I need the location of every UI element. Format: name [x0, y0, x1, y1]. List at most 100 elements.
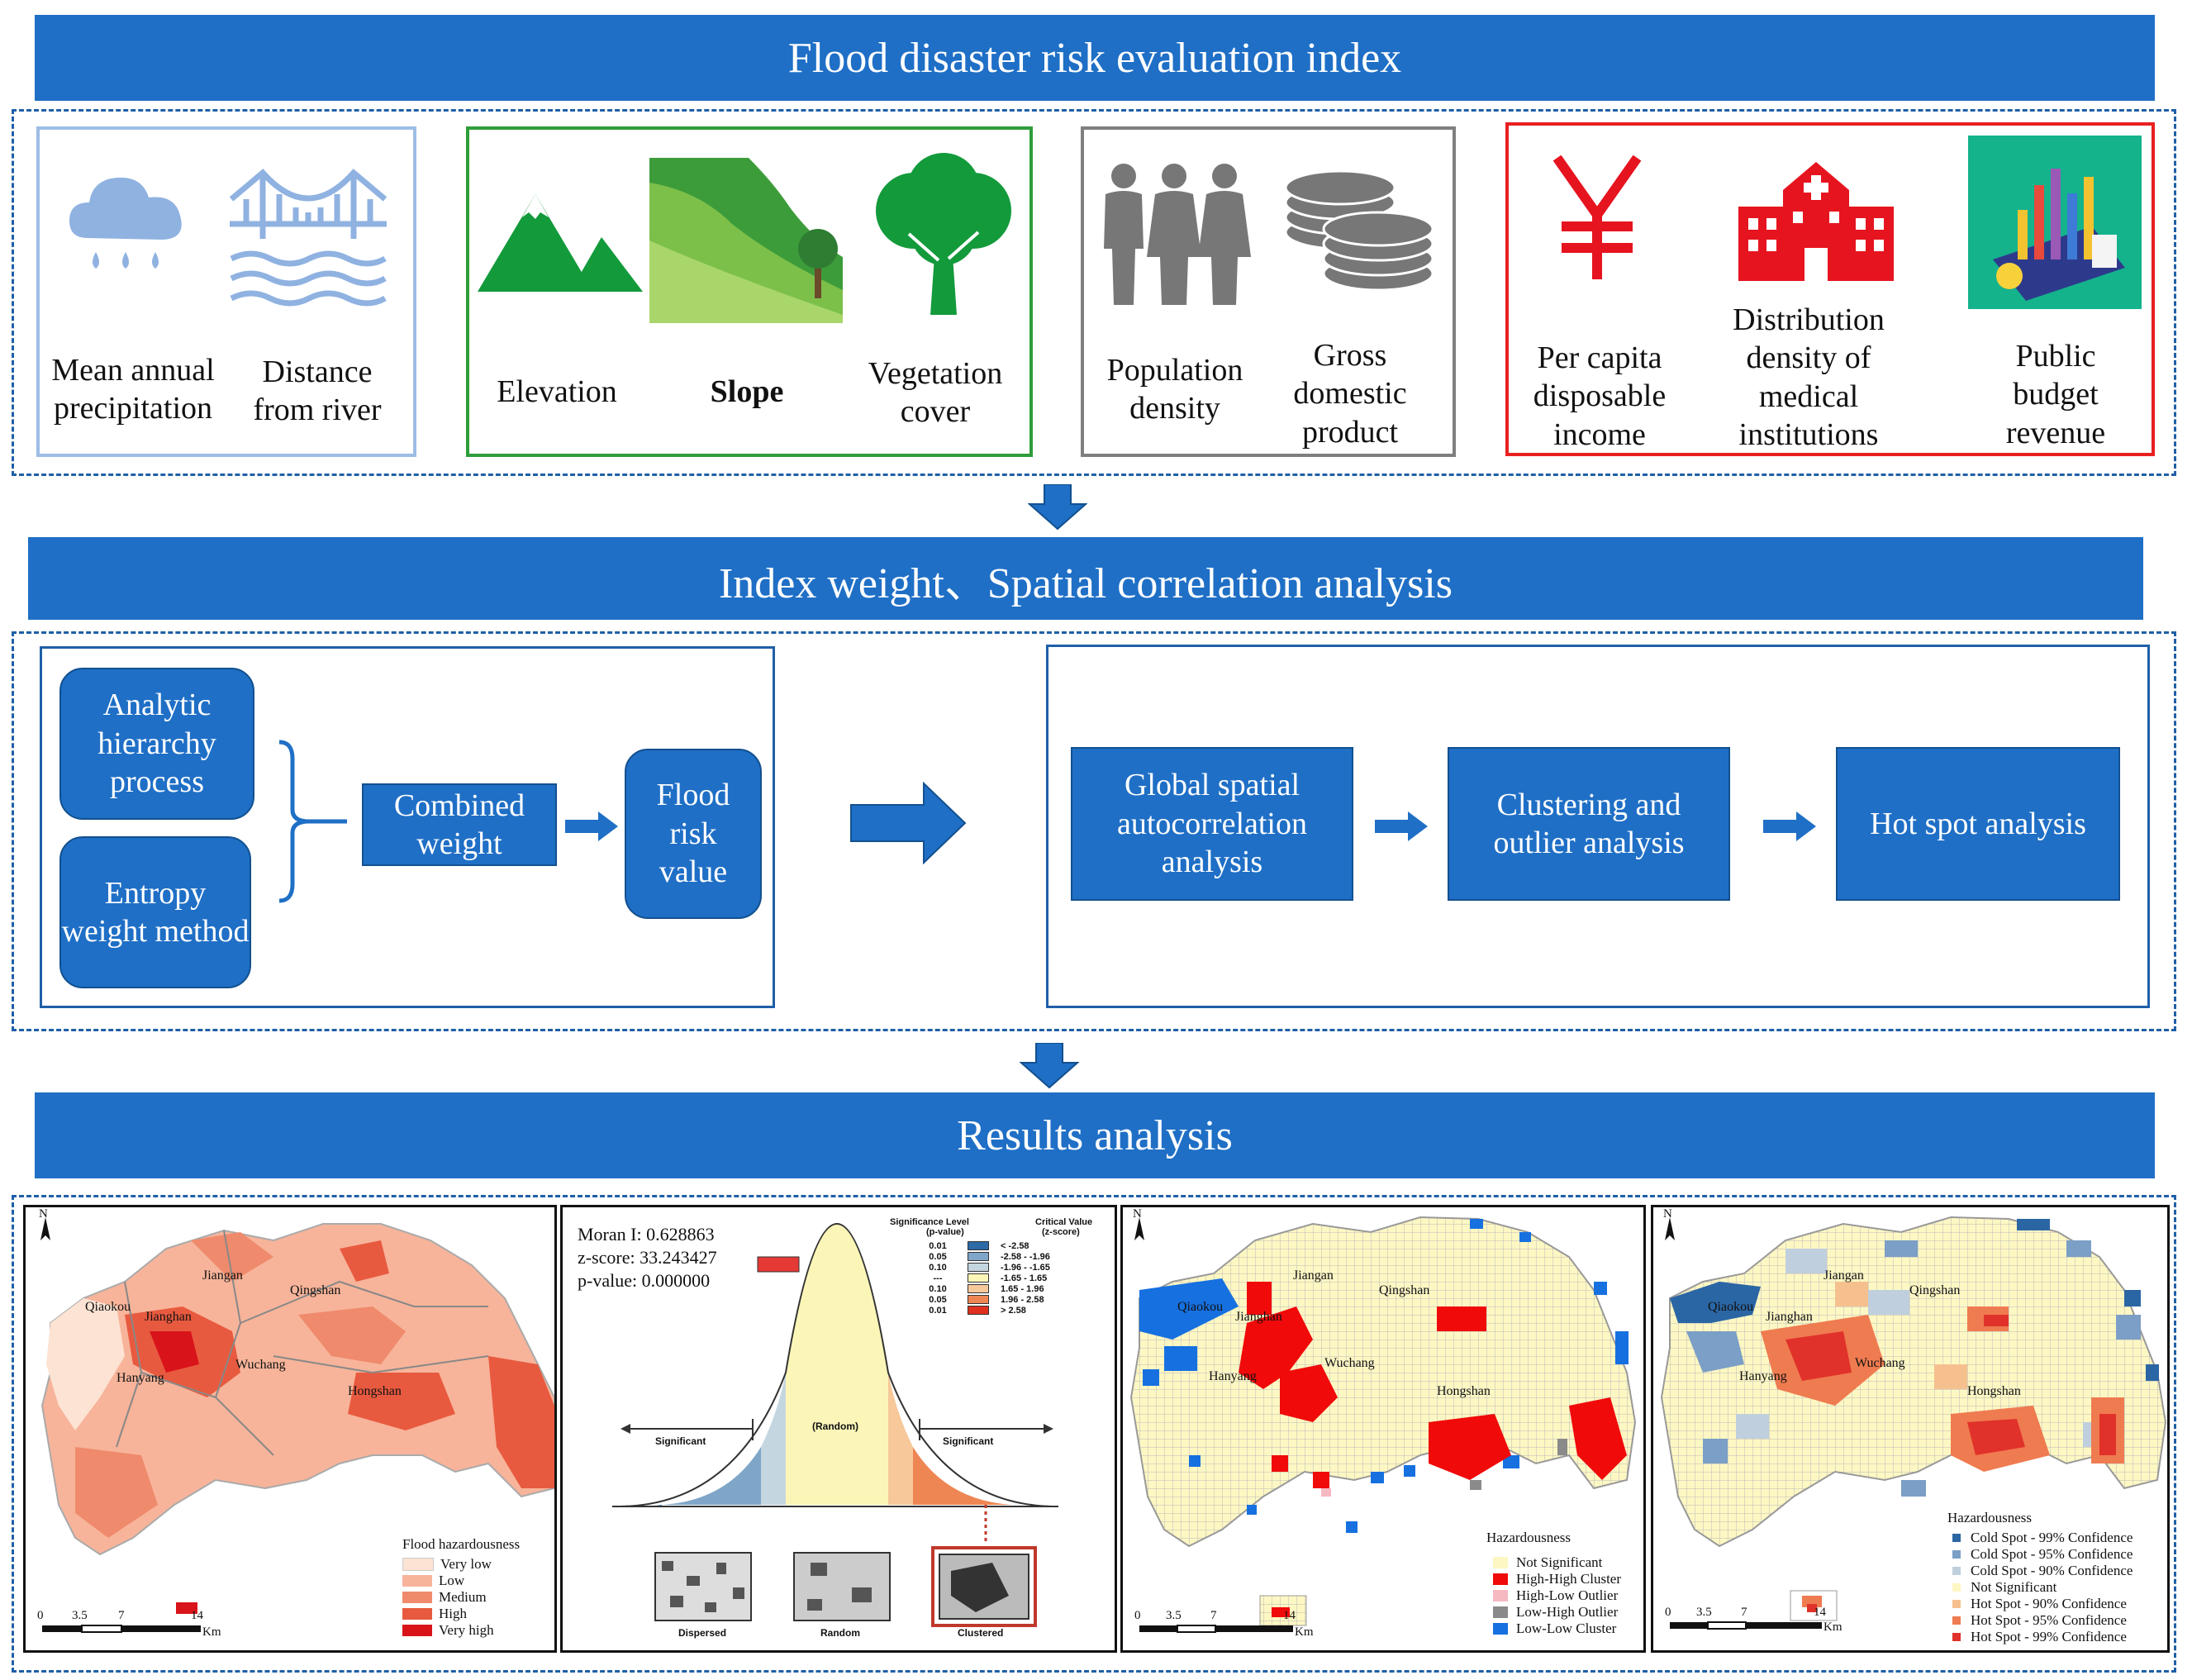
- resilience-indicator-box: Per capita disposable income Distributio…: [1505, 122, 2155, 456]
- sig-row: 0.01< -2.58: [920, 1240, 1050, 1251]
- scale-tick-0: 0: [1134, 1609, 1141, 1622]
- pattern-dispersed: Dispersed: [678, 1627, 727, 1639]
- scale-tick-2: 7: [1210, 1609, 1217, 1622]
- scale-tick-1: 3.5: [1166, 1609, 1182, 1622]
- scale-unit: Km: [202, 1625, 221, 1639]
- scale-tick-2: 7: [118, 1609, 125, 1622]
- hotspot-map: [1660, 1216, 2167, 1630]
- analysis-banner: Index weight、Spatial correlation analysi…: [28, 537, 2143, 620]
- legend-swatch: [1952, 1534, 1961, 1542]
- hotspot-box: Hot spot analysis: [1836, 747, 2120, 901]
- scale-tick-3: 14: [1814, 1606, 1826, 1619]
- scale-tick-2: 7: [1741, 1606, 1747, 1619]
- sig-p: 0.01: [929, 1305, 947, 1316]
- right-arrow-icon: [565, 811, 618, 841]
- district-jiangan: Jiangan: [1823, 1268, 1864, 1283]
- hazard-indicator-box: Mean annual precipitation Distance from …: [36, 126, 416, 457]
- legend-swatch: [1952, 1550, 1961, 1559]
- district-qiaokou: Qiaokou: [85, 1300, 131, 1314]
- rain-cloud-icon: [69, 177, 182, 269]
- legend-swatch: [402, 1575, 432, 1587]
- indicator-section: [12, 109, 2176, 476]
- north-label: N: [39, 1207, 48, 1221]
- cluster-map: [1129, 1216, 1637, 1633]
- legend-swatch: [1952, 1583, 1961, 1592]
- flood-risk-box: Flood risk value: [625, 749, 762, 919]
- legend-label: High-Low Outlier: [1516, 1587, 1619, 1603]
- hospital-icon: [1738, 162, 1894, 281]
- legend-label: Low-High Outlier: [1516, 1604, 1619, 1620]
- sig-row: 0.01 > 2.58: [920, 1305, 1050, 1316]
- hotspot-legend-title: Hazardousness: [1947, 1510, 2032, 1525]
- ahp-box: Analytic hierarchy process: [59, 668, 254, 820]
- sig-z: 1.96 - 2.58: [1001, 1294, 1044, 1305]
- big-right-arrow-icon: [850, 782, 967, 864]
- hotspot-legend: Cold Spot - 99% Confidence Cold Spot - 9…: [1952, 1530, 2133, 1645]
- district-hongshan: Hongshan: [348, 1384, 402, 1398]
- sig-swatch: [968, 1284, 989, 1293]
- legend-item: Cold Spot - 95% Confidence: [1952, 1546, 2133, 1563]
- legend-item: Low-High Outlier: [1493, 1604, 1621, 1621]
- moran-i-text: Moran I: 0.628863: [578, 1224, 715, 1245]
- significance-table: 0.01< -2.58 0.05-2.58 - -1.96 0.10-1.96 …: [920, 1240, 1050, 1316]
- bridge-river-icon: [230, 169, 387, 307]
- scale-tick-1: 3.5: [72, 1609, 88, 1622]
- legend-swatch: [1952, 1633, 1961, 1641]
- sig-z: > 2.58: [1001, 1305, 1026, 1316]
- entropy-box: Entropy weight method: [59, 836, 251, 988]
- legend-label: High: [439, 1606, 467, 1621]
- critical-header: Critical Value: [1035, 1217, 1093, 1227]
- sig-z: -2.58 - -1.96: [1001, 1251, 1050, 1262]
- sig-p: ---: [933, 1273, 943, 1283]
- sig-p: 0.05: [929, 1251, 947, 1262]
- legend-swatch: [402, 1592, 432, 1603]
- results-section: [12, 1195, 2176, 1673]
- index-banner: Flood disaster risk evaluation index: [35, 15, 2155, 101]
- right-arrow-icon: [1763, 811, 1816, 841]
- sig-swatch: [968, 1252, 989, 1261]
- scale-tick-0: 0: [37, 1609, 44, 1622]
- right-arrow-icon: [1375, 811, 1428, 841]
- district-hongshan: Hongshan: [1967, 1384, 2021, 1398]
- legend-item: High: [402, 1606, 494, 1622]
- brace-connector: [278, 740, 347, 903]
- legend-item: Low: [402, 1573, 494, 1589]
- mountain-icon: [478, 194, 643, 292]
- legend-label: Very high: [439, 1622, 494, 1638]
- sig-swatch: [968, 1241, 989, 1250]
- yuan-icon: [1552, 155, 1642, 279]
- legend-label: Medium: [439, 1589, 487, 1605]
- legend-item: Very high: [402, 1622, 494, 1639]
- gdp-label: Gross domestic product: [1293, 338, 1407, 450]
- elevation-label: Elevation: [497, 374, 617, 409]
- scale-tick-0: 0: [1665, 1606, 1671, 1619]
- significance-sub: (p-value): [926, 1227, 964, 1237]
- medical-label: Distribution density of medical institut…: [1733, 302, 1885, 453]
- population-label: Population density: [1106, 353, 1243, 426]
- legend-label: Cold Spot - 90% Confidence: [1971, 1563, 2133, 1578]
- tree-icon: [876, 153, 1011, 315]
- hazard-map-panel: N Jiangan Qingshan Qiaokou Jianghan Wuch…: [23, 1205, 557, 1653]
- z-score-text: z-score: 33.243427: [578, 1247, 717, 1268]
- district-hanyang: Hanyang: [1739, 1369, 1787, 1383]
- legend-item: High-Low Outlier: [1493, 1587, 1621, 1604]
- legend-item: High-High Cluster: [1493, 1571, 1621, 1587]
- legend-item: Hot Spot - 90% Confidence: [1952, 1596, 2133, 1612]
- sig-swatch: [968, 1295, 989, 1304]
- legend-item: Not Significant: [1493, 1554, 1621, 1571]
- district-qingshan: Qingshan: [1909, 1283, 1961, 1297]
- legend-label: High-High Cluster: [1516, 1571, 1622, 1587]
- district-wuchang: Wuchang: [235, 1358, 286, 1372]
- sig-z: 1.65 - 1.96: [1001, 1283, 1044, 1294]
- legend-label: Not Significant: [1516, 1554, 1603, 1570]
- slope-landscape-icon: [649, 158, 843, 323]
- scale-tick-1: 3.5: [1696, 1606, 1712, 1619]
- sig-z: < -2.58: [1001, 1240, 1029, 1251]
- district-jianghan: Jianghan: [1766, 1310, 1813, 1324]
- environment-indicator-box: Elevation Slope Vegetation cover: [466, 126, 1033, 457]
- legend-swatch: [402, 1608, 432, 1620]
- sig-row: 0.05 -2.58 - -1.96: [920, 1251, 1050, 1262]
- budget-chart-icon: [1968, 136, 2142, 309]
- legend-item: Medium: [402, 1589, 494, 1606]
